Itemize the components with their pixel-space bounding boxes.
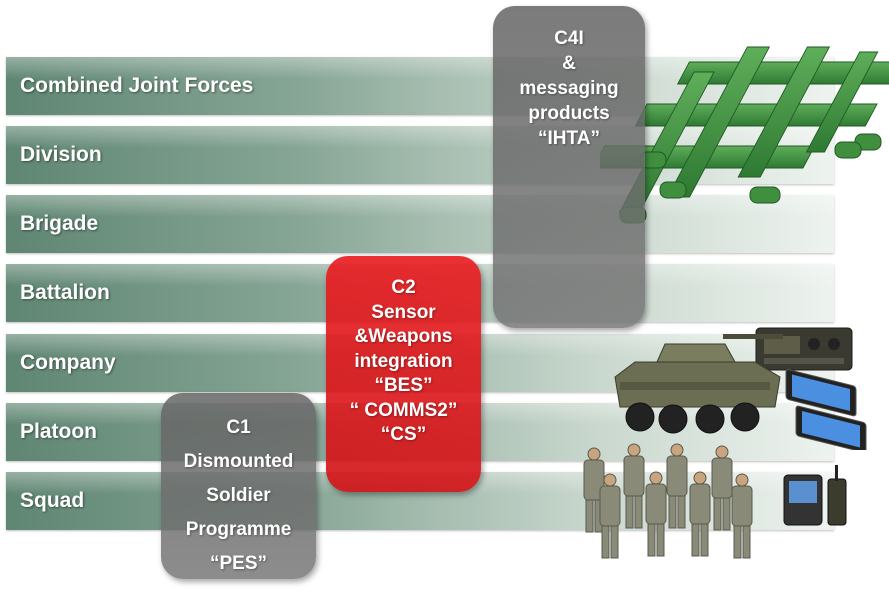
- level-label: Brigade: [20, 212, 99, 235]
- soldiers-group-icon: [583, 443, 753, 559]
- level-label: Combined Joint Forces: [20, 74, 254, 97]
- c2-box-line: “BES”: [374, 375, 433, 396]
- c4i-box-line: C4I: [554, 28, 584, 49]
- tablet-devices-icon: [785, 369, 867, 450]
- level-label: Platoon: [20, 420, 97, 443]
- c1-capability-box: C1 Dismounted Soldier Programme “PES”: [161, 393, 316, 579]
- c1-box-line: Programme: [185, 519, 292, 540]
- level-label: Battalion: [20, 281, 110, 304]
- c2-capability-box: C2 Sensor &Weapons integration “BES” “ C…: [326, 256, 481, 492]
- level-label: Division: [20, 143, 102, 166]
- c1-box-line: Dismounted: [183, 451, 294, 472]
- c2-box-line: C2: [391, 277, 416, 298]
- c2-box-line: &Weapons: [354, 326, 453, 347]
- c2-box-line: integration: [354, 350, 453, 372]
- c4i-box-line: &: [562, 53, 576, 74]
- c4i-box-line: “IHTA”: [538, 128, 600, 149]
- c4i-box-line: messaging: [519, 78, 619, 99]
- armored-vehicle-icon: [614, 334, 783, 434]
- c2-box-line: “ COMMS2”: [349, 399, 458, 421]
- level-label: Company: [20, 351, 116, 374]
- c2-box-line: Sensor: [371, 301, 436, 323]
- c4i-box-line: products: [528, 103, 610, 124]
- c4i-capability-box: C4I & messaging products “IHTA”: [493, 6, 645, 328]
- c1-box-line: “PES”: [209, 553, 268, 574]
- c1-box-line: C1: [226, 417, 251, 438]
- handheld-devices-icon: [783, 465, 847, 526]
- level-label: Squad: [20, 489, 85, 512]
- c1-box-line: Soldier: [206, 485, 271, 506]
- c2-box-line: “CS”: [380, 424, 427, 445]
